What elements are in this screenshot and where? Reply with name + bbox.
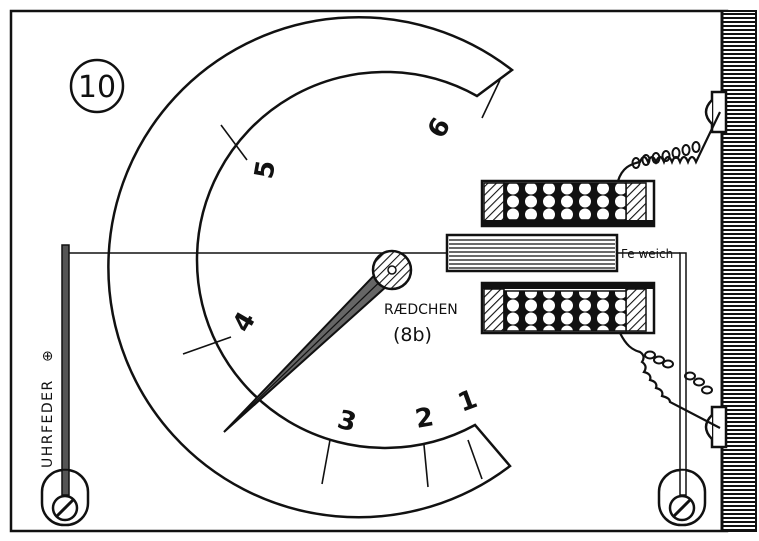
hairspring-label: UHRFEDER <box>40 379 56 468</box>
coil-lower <box>480 281 656 335</box>
screw-icon <box>668 494 696 522</box>
soft-iron-core <box>445 233 619 273</box>
wheel-ref: (8b) <box>393 324 432 346</box>
wall-board <box>720 10 757 532</box>
screw-icon <box>51 494 79 522</box>
soft-iron-label: Fe weich <box>621 247 673 261</box>
wheel-label: RÆDCHEN <box>384 302 458 318</box>
pivot-wheel <box>371 249 413 291</box>
lead-wire-lower-coils <box>644 350 713 395</box>
hairspring-symbol: ⊕ <box>40 350 56 362</box>
lead-wire-upper-coils <box>631 141 701 169</box>
figure-number: 10 <box>78 70 116 105</box>
scale-mark-2: 2 <box>413 402 436 435</box>
coil-upper <box>480 179 656 228</box>
lead-wire-lower <box>619 332 721 429</box>
contact-post <box>657 252 707 527</box>
figure-number-badge: 10 <box>69 58 125 114</box>
scale-mark-5: 5 <box>249 158 282 181</box>
hairspring-post <box>40 244 90 527</box>
